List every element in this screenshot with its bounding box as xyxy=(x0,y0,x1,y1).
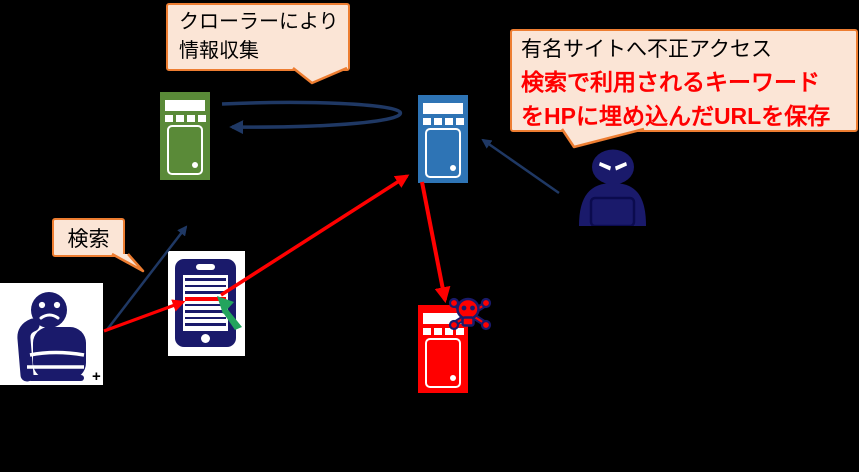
hacker-head xyxy=(592,149,634,185)
smartphone-speaker xyxy=(196,264,215,270)
crawler-callout: クローラーにより 情報収集 xyxy=(166,3,350,71)
redirect-to-malicious-arrow xyxy=(420,181,451,304)
skull-crossbones-icon xyxy=(448,297,492,331)
skull-jaw xyxy=(461,316,475,327)
server-door xyxy=(167,125,203,175)
attacker-access-arrow xyxy=(481,138,560,195)
hacker-eye xyxy=(615,162,627,171)
redirect-to-site-arrow xyxy=(220,174,410,297)
server-panel xyxy=(423,103,463,114)
search-callout-label: 検索 xyxy=(67,227,110,251)
person-head xyxy=(31,292,67,328)
laptop-icon xyxy=(589,196,636,226)
person-arm xyxy=(17,318,40,382)
hacker-eye xyxy=(599,162,611,171)
skull-eye xyxy=(470,305,475,311)
hacker-person-icon xyxy=(579,149,646,226)
attacker-note-line1: 有名サイトへ不正アクセス xyxy=(521,38,772,61)
attacker-note-line2: 検索で利用されるキーワード xyxy=(521,69,820,95)
person-frown xyxy=(39,313,60,320)
skull-eye xyxy=(461,305,467,311)
server-door xyxy=(425,128,461,178)
person-eye xyxy=(53,301,61,309)
skull-head xyxy=(456,297,480,321)
server-panel xyxy=(165,100,205,111)
malicious-search-result-line xyxy=(185,296,226,301)
person-eye xyxy=(38,301,46,309)
cursor-arrow-icon xyxy=(217,296,242,330)
server-panel xyxy=(423,313,463,324)
attacker-note-line3: をHPに埋め込んだURLを保存 xyxy=(521,103,831,129)
crawler-callout-line1: クローラーにより xyxy=(179,11,339,33)
worried-person-icon xyxy=(0,283,103,385)
server-door xyxy=(425,338,461,388)
crawler-roundtrip-arrow xyxy=(221,100,402,135)
attacker-note-callout: 有名サイトへ不正アクセス 検索で利用されるキーワード をHPに埋め込んだURLを… xyxy=(510,29,858,132)
smartphone-home-button xyxy=(201,334,210,343)
search-callout: 検索 xyxy=(52,218,125,257)
famous-site-server-icon xyxy=(418,95,468,183)
crawler-callout-line2: 情報収集 xyxy=(179,40,259,62)
plus-mark: + xyxy=(92,368,101,385)
crawler-server-icon xyxy=(160,92,210,180)
